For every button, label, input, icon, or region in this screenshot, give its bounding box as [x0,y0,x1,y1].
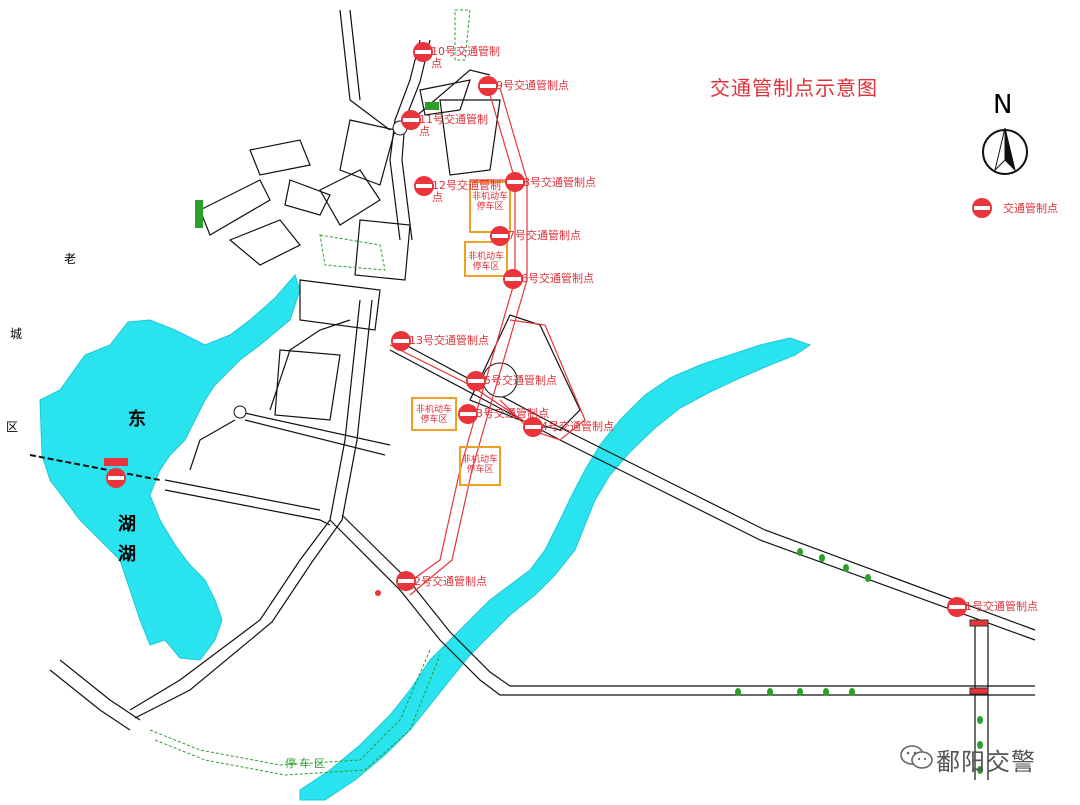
control-point-cp9[interactable] [478,76,498,96]
wechat-icon [900,745,933,769]
parking-label-1: 非机动车停车区 [472,192,509,212]
north-label: N [993,90,1013,120]
region-char-lao: 老 [64,252,77,266]
control-point-cp13[interactable] [391,331,411,351]
parking-boxes [411,181,511,486]
watermark-text: 鄱阳交警 [936,748,1036,776]
control-point-cp5[interactable] [466,371,486,391]
cp11-label: 11号交通管制点 [419,113,488,138]
control-point-cp11[interactable] [401,110,421,130]
parking-label-3: 非机动车停车区 [415,405,452,425]
cp10-label: 10号交通管制点 [431,45,500,70]
cp3-label: 3号交通管制点 [476,407,549,420]
control-point-cp12[interactable] [414,176,434,196]
control-point-cp4[interactable] [523,417,543,437]
control-point-cp6[interactable] [503,269,523,289]
control-point-cp3[interactable] [458,404,478,424]
railway [29,454,161,481]
cp8-label: 8号交通管制点 [523,176,596,189]
no-entry-icon [972,198,992,218]
lake-char-2: 湖 [118,514,136,535]
lake-control-sign [104,458,128,488]
cp9-label: 9号交通管制点 [496,79,569,92]
legend-label: 交通管制点 [1003,202,1058,215]
parking-label-2: 非机动车停车区 [467,252,504,272]
roundabout-west [233,405,247,419]
cp4-label: 4号交通管制点 [541,420,614,433]
traffic-light-icon [969,619,989,627]
green-parking [149,9,471,776]
control-point-cp2[interactable] [396,571,416,591]
parking-label-4: 非机动车停车区 [462,455,499,475]
cp2-label: 2号交通管制点 [414,575,487,588]
control-point-cp1[interactable] [947,597,967,617]
traffic-light-icon [969,687,989,695]
cp1-label: 1号交通管制点 [965,600,1038,613]
green-markers [195,102,983,774]
lake-char-3: 湖 [118,544,136,565]
cp7-label: 7号交通管制点 [508,229,581,242]
control-point-cp8[interactable] [505,172,525,192]
cp12-label: 12号交通管制点 [432,179,501,204]
control-point-cp7[interactable] [490,226,510,246]
cp13-label: 13号交通管制点 [409,334,489,347]
small-red-marker [375,590,381,596]
river [299,337,812,801]
map-title: 交通管制点示意图 [710,76,878,100]
east-lake [39,274,301,661]
region-char-qu: 区 [6,420,19,434]
cp6-label: 6号交通管制点 [521,272,594,285]
control-markers [391,42,967,617]
green-parking-label: 停 车 区 [285,757,325,770]
cp5-label: 5号交通管制点 [484,374,557,387]
control-point-cp10[interactable] [413,42,433,62]
north-arrow-icon [982,127,1028,175]
lake-char-1: 东 [128,409,146,430]
region-char-cheng: 城 [10,327,23,341]
